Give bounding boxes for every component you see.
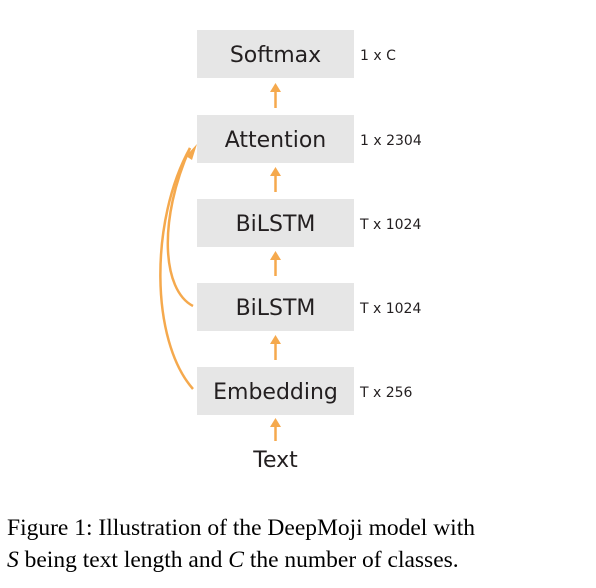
skip-connections <box>159 144 197 390</box>
arrow-head <box>270 167 281 176</box>
dim-label-softmax: 1 x C <box>360 48 396 64</box>
arrow-head <box>270 335 281 344</box>
layer-box-attention <box>197 115 354 163</box>
caption-middle: being text length and <box>18 547 229 573</box>
arrow-text-to-embedding <box>270 418 281 441</box>
layer-label-attention: Attention <box>225 128 327 153</box>
layer-box-bilstm-2 <box>197 199 354 247</box>
caption-suffix: the number of classes. <box>243 547 459 573</box>
layer-softmax: Softmax 1 x C <box>197 30 396 78</box>
dim-label-attention: 1 x 2304 <box>360 133 422 149</box>
layer-attention: Attention 1 x 2304 <box>197 115 422 163</box>
arrow-head <box>270 83 281 92</box>
layer-box-softmax <box>197 30 354 78</box>
dim-label-embedding: T x 256 <box>359 385 413 401</box>
arrow-bilstm-1-to-bilstm-2 <box>270 251 281 276</box>
arrow-embedding-to-bilstm-1 <box>270 335 281 360</box>
layer-embedding: Embedding T x 256 <box>197 367 413 415</box>
layer-box-bilstm-1 <box>197 283 354 331</box>
arrow-bilstm-2-to-attention <box>270 167 281 192</box>
skip-arrow-from-embedding <box>159 147 194 390</box>
figure-caption: Figure 1: Illustration of the DeepMoji m… <box>7 512 593 576</box>
layer-label-softmax: Softmax <box>230 43 321 68</box>
layer-label-bilstm-2: BiLSTM <box>236 212 316 237</box>
skip-arrow-from-bilstm-1 <box>166 147 194 308</box>
arrow-head <box>270 251 281 260</box>
skip-arrow-head <box>186 144 197 160</box>
layer-bilstm-1: BiLSTM T x 1024 <box>197 283 421 331</box>
dim-label-bilstm-1: T x 1024 <box>359 301 421 317</box>
input-label-text: Text <box>252 448 298 473</box>
arrow-attention-to-softmax <box>270 83 281 108</box>
layer-bilstm-2: BiLSTM T x 1024 <box>197 199 421 247</box>
caption-variable-s: S <box>7 547 19 573</box>
arrow-head <box>270 418 281 427</box>
layer-box-embedding <box>197 367 354 415</box>
layer-label-embedding: Embedding <box>213 380 338 405</box>
caption-variable-c: C <box>228 547 244 573</box>
layer-label-bilstm-1: BiLSTM <box>236 296 316 321</box>
caption-prefix: Figure 1: Illustration of the DeepMoji m… <box>7 515 475 541</box>
dim-label-bilstm-2: T x 1024 <box>359 217 421 233</box>
